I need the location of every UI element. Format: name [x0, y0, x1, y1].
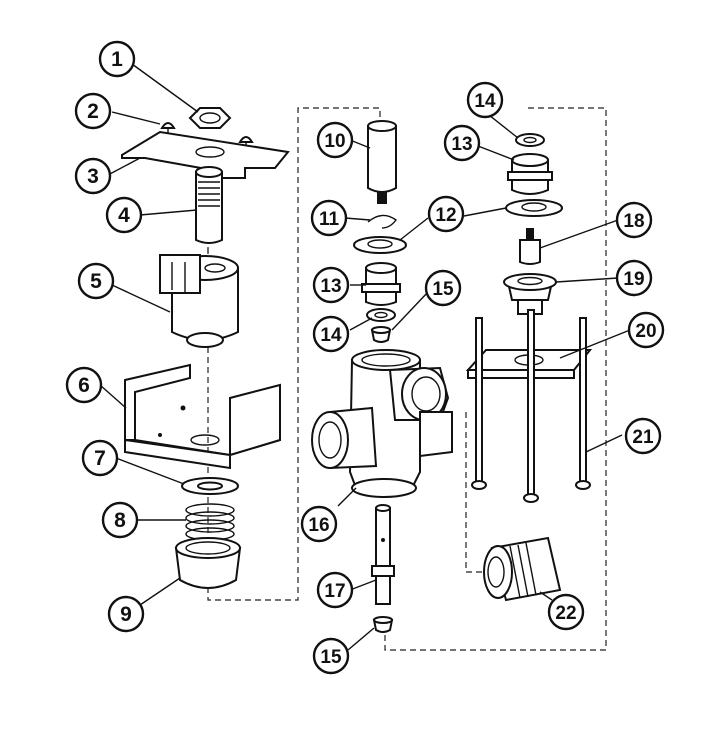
callout-number-3: 3	[87, 165, 99, 188]
callout-number-5: 5	[90, 270, 102, 293]
part-o-ring-right	[515, 133, 545, 147]
part-coil-frame	[124, 363, 281, 470]
part-tie-rods	[471, 309, 591, 503]
callout-number-16: 16	[308, 515, 329, 536]
callout-circle-22	[547, 593, 585, 631]
callout-circle-10	[316, 121, 354, 159]
part-nut	[188, 107, 232, 129]
callout-circle-18	[615, 201, 653, 239]
callout-circle-5	[77, 262, 115, 300]
callout-number-10: 10	[324, 131, 345, 152]
callout-number-15: 15	[432, 279, 454, 300]
part-spool-right	[507, 153, 553, 195]
callout-number-7: 7	[94, 447, 106, 470]
part-o-ring-middle	[366, 308, 396, 322]
callout-circle-20	[627, 311, 665, 349]
callout-circle-9	[107, 595, 145, 633]
callout-number-6: 6	[78, 374, 90, 397]
callout-circle-13	[312, 266, 350, 304]
callout-number-20: 20	[635, 321, 656, 342]
callout-circle-14	[466, 81, 504, 119]
callout-circle-2	[74, 92, 112, 130]
part-sleeve	[174, 537, 242, 589]
callout-number-13: 13	[320, 276, 341, 297]
part-diaphragm-middle	[353, 236, 407, 254]
callout-circle-8	[101, 501, 139, 539]
part-solenoid-coil	[159, 254, 239, 348]
part-mounting-plate	[465, 349, 593, 379]
callout-circle-6	[65, 366, 103, 404]
callout-number-9: 9	[120, 603, 132, 626]
part-plunger-tube	[195, 166, 223, 244]
callout-number-8: 8	[114, 509, 126, 532]
callout-circle-21	[624, 417, 662, 455]
callout-number-1: 1	[111, 48, 123, 71]
callout-circle-15	[312, 637, 350, 675]
callout-circle-1	[98, 40, 136, 78]
part-valve-body	[311, 349, 453, 498]
callout-circle-16	[300, 505, 338, 543]
callout-number-14: 14	[320, 325, 342, 346]
callout-circle-3	[74, 157, 112, 195]
callout-number-21: 21	[632, 427, 654, 448]
callout-number-11: 11	[319, 209, 340, 230]
callout-number-4: 4	[118, 204, 130, 227]
callout-circle-12	[427, 195, 465, 233]
callout-number-15: 15	[320, 647, 342, 668]
callout-circle-4	[105, 196, 143, 234]
part-pin	[519, 228, 541, 265]
leader-lines	[99, 63, 631, 651]
callout-circle-7	[81, 439, 119, 477]
callout-number-13: 13	[451, 134, 472, 155]
part-spring	[185, 503, 235, 541]
callout-number-18: 18	[623, 211, 644, 232]
part-bracket-plate	[121, 130, 290, 179]
part-diaphragm-right	[505, 199, 563, 217]
callout-circle-19	[615, 259, 653, 297]
part-seat-middle	[370, 326, 392, 343]
callout-number-14: 14	[474, 91, 496, 112]
part-flange	[503, 273, 557, 315]
callout-circle-15	[424, 269, 462, 307]
callout-circle-11	[310, 199, 348, 237]
part-spool-middle	[361, 262, 401, 306]
part-washer	[181, 477, 239, 495]
part-seat-bottom	[372, 616, 394, 633]
callout-circle-14	[312, 315, 350, 353]
part-nipple	[483, 536, 562, 602]
part-stem	[371, 504, 395, 605]
callout-number-17: 17	[324, 581, 345, 602]
part-clip	[367, 214, 397, 229]
callout-number-19: 19	[623, 269, 644, 290]
callout-number-22: 22	[555, 603, 576, 624]
callout-circle-17	[316, 571, 354, 609]
callout-number-12: 12	[435, 205, 456, 226]
callout-circle-13	[443, 124, 481, 162]
callout-number-2: 2	[87, 100, 99, 123]
part-plunger	[367, 120, 397, 204]
